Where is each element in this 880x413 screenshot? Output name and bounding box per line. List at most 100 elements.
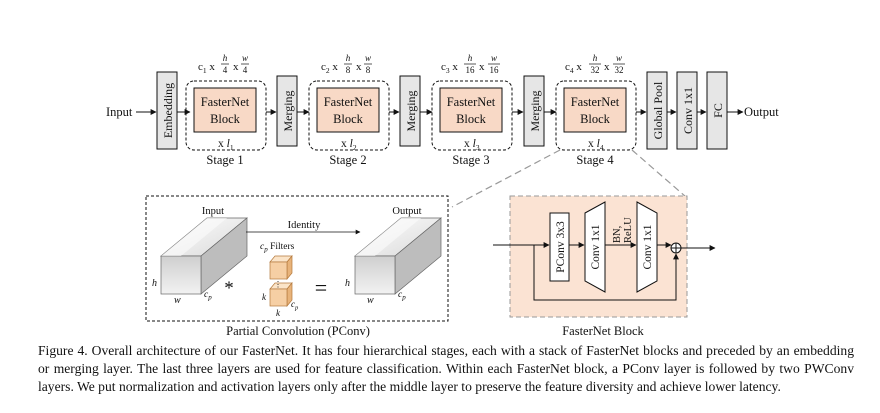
stage-3: c3 x h 16 x w 16 FasterNet Block x l3 St… — [431, 53, 513, 167]
merging-label: Merging — [281, 90, 295, 131]
zoom-line-left — [451, 149, 561, 208]
input-cube — [160, 217, 248, 295]
add-icon — [670, 242, 682, 254]
embedding-label: Embedding — [161, 83, 175, 138]
stage-2: c2 x h 8 x w 8 FasterNet Block x l2 Stag… — [308, 53, 390, 167]
pconv-3x3-label: PConv 3x3 — [555, 221, 567, 273]
block-label-line2: Block — [456, 112, 487, 126]
output-cube — [354, 217, 442, 295]
stage-1: c1 x h 4 x w 4 FasterNet Block x l1 Stag… — [185, 53, 267, 167]
frac-h: h — [593, 53, 598, 63]
fasternet-block-caption-label: FasterNet Block — [562, 324, 644, 338]
merging-label: Merging — [528, 90, 542, 131]
pconv-output-label: Output — [392, 206, 421, 217]
global-pool-layer: Global Pool — [646, 71, 668, 150]
figure-caption: Figure 4. Overall architecture of our Fa… — [38, 343, 854, 394]
architecture-figure: Input Embedding c1 x h 4 x w 4 FasterNet… — [106, 53, 779, 338]
pconv-dashed-frame — [145, 195, 449, 322]
frac-w: w — [242, 53, 248, 63]
input-cp-label: cp — [204, 290, 212, 302]
frac-den: 8 — [366, 65, 371, 75]
kernel-cp-label: cp — [291, 299, 299, 312]
times: x — [356, 61, 362, 73]
output-w-label: w — [367, 295, 374, 306]
stage-3-label: Stage 3 — [452, 153, 489, 167]
frac-den: 4 — [223, 65, 228, 75]
stage-1-block — [193, 87, 257, 133]
stage-1-dims: c1 x — [198, 61, 215, 75]
times: x — [233, 61, 239, 73]
stage-1-repeat: x l1 — [218, 138, 234, 152]
stage-4: c4 x h 32 x w 32 FasterNet Block x l4 St… — [555, 53, 637, 167]
stage-1-label: Stage 1 — [206, 153, 243, 167]
conv1x1-reduce-label: Conv 1x1 — [642, 224, 654, 269]
times: x — [604, 61, 610, 73]
frac-den: 8 — [346, 65, 351, 75]
stage-2-label: Stage 2 — [329, 153, 366, 167]
zoom-line-right — [631, 149, 687, 198]
stage-2-dashed-frame — [308, 80, 390, 151]
conv1x1-layer: Conv 1x1 — [676, 71, 698, 150]
fc-layer: FC — [706, 71, 728, 150]
merging-layer-1: Merging — [276, 75, 298, 147]
output-cp-label: cp — [398, 290, 406, 302]
equals-sign: = — [315, 275, 327, 300]
stage-4-dashed-frame — [555, 80, 637, 151]
frac-den: 16 — [490, 65, 500, 75]
conv1x1-expand-label: Conv 1x1 — [590, 224, 602, 269]
frac-den: 4 — [243, 65, 248, 75]
block-label-line1: FasterNet — [447, 95, 496, 109]
kernel-k-left: k — [262, 292, 267, 302]
fasternet-block-detail: PConv 3x3 Conv 1x1 BN, ReLU Conv 1x1 Fas… — [493, 195, 716, 338]
input-w-label: w — [174, 295, 181, 306]
frac-h: h — [468, 53, 473, 63]
output-label: Output — [744, 105, 779, 119]
block-label-line1: FasterNet — [324, 95, 373, 109]
frac-w: w — [491, 53, 497, 63]
stage-3-dims: c3 x — [441, 61, 458, 75]
frac-den: 32 — [615, 65, 624, 75]
conv1x1-label: Conv 1x1 — [681, 87, 695, 134]
embedding-layer: Embedding — [156, 71, 178, 150]
input-label: Input — [106, 105, 133, 119]
identity-label: Identity — [288, 220, 321, 231]
pconv-input-label: Input — [202, 206, 224, 217]
block-label-line2: Block — [333, 112, 364, 126]
times: x — [479, 61, 485, 73]
conv1x1-expand — [584, 201, 606, 293]
residual-path — [533, 245, 679, 301]
filter-dots: ⋮ — [274, 280, 282, 289]
merging-label: Merging — [404, 90, 418, 131]
filter-kernel-top — [269, 255, 293, 280]
pconv-3x3-box — [549, 212, 570, 282]
stage-3-repeat: x l3 — [464, 138, 480, 152]
frac-h: h — [223, 53, 228, 63]
block-label-line1: FasterNet — [201, 95, 250, 109]
fc-label: FC — [711, 103, 725, 118]
bn-label: BN, — [612, 226, 623, 243]
stage-4-repeat: x l4 — [588, 138, 604, 152]
conv1x1-reduce — [636, 201, 658, 293]
block-label-line1: FasterNet — [571, 95, 620, 109]
frac-w: w — [365, 53, 371, 63]
stage-4-label: Stage 4 — [576, 153, 614, 167]
relu-label: ReLU — [623, 217, 634, 243]
output-h-label: h — [345, 278, 350, 289]
stage-2-repeat: x l2 — [341, 138, 357, 152]
stage-2-block — [316, 87, 380, 133]
convolution-star: * — [224, 278, 234, 299]
frac-den: 32 — [591, 65, 600, 75]
global-pool-label: Global Pool — [651, 81, 665, 139]
filter-kernel-bottom — [269, 282, 293, 307]
block-label-line2: Block — [580, 112, 611, 126]
stage-4-block — [563, 87, 627, 133]
merging-layer-2: Merging — [399, 75, 421, 147]
stage-4-dims: c4 x — [565, 61, 582, 75]
stage-1-dashed-frame — [185, 80, 267, 151]
block-label-line2: Block — [210, 112, 241, 126]
pconv-caption-label: Partial Convolution (PConv) — [226, 324, 370, 338]
frac-w: w — [616, 53, 622, 63]
pconv-panel: Input h w cp Identity * cp Filters ⋮ k k… — [145, 195, 449, 338]
stage-3-block — [439, 87, 503, 133]
frac-h: h — [346, 53, 351, 63]
